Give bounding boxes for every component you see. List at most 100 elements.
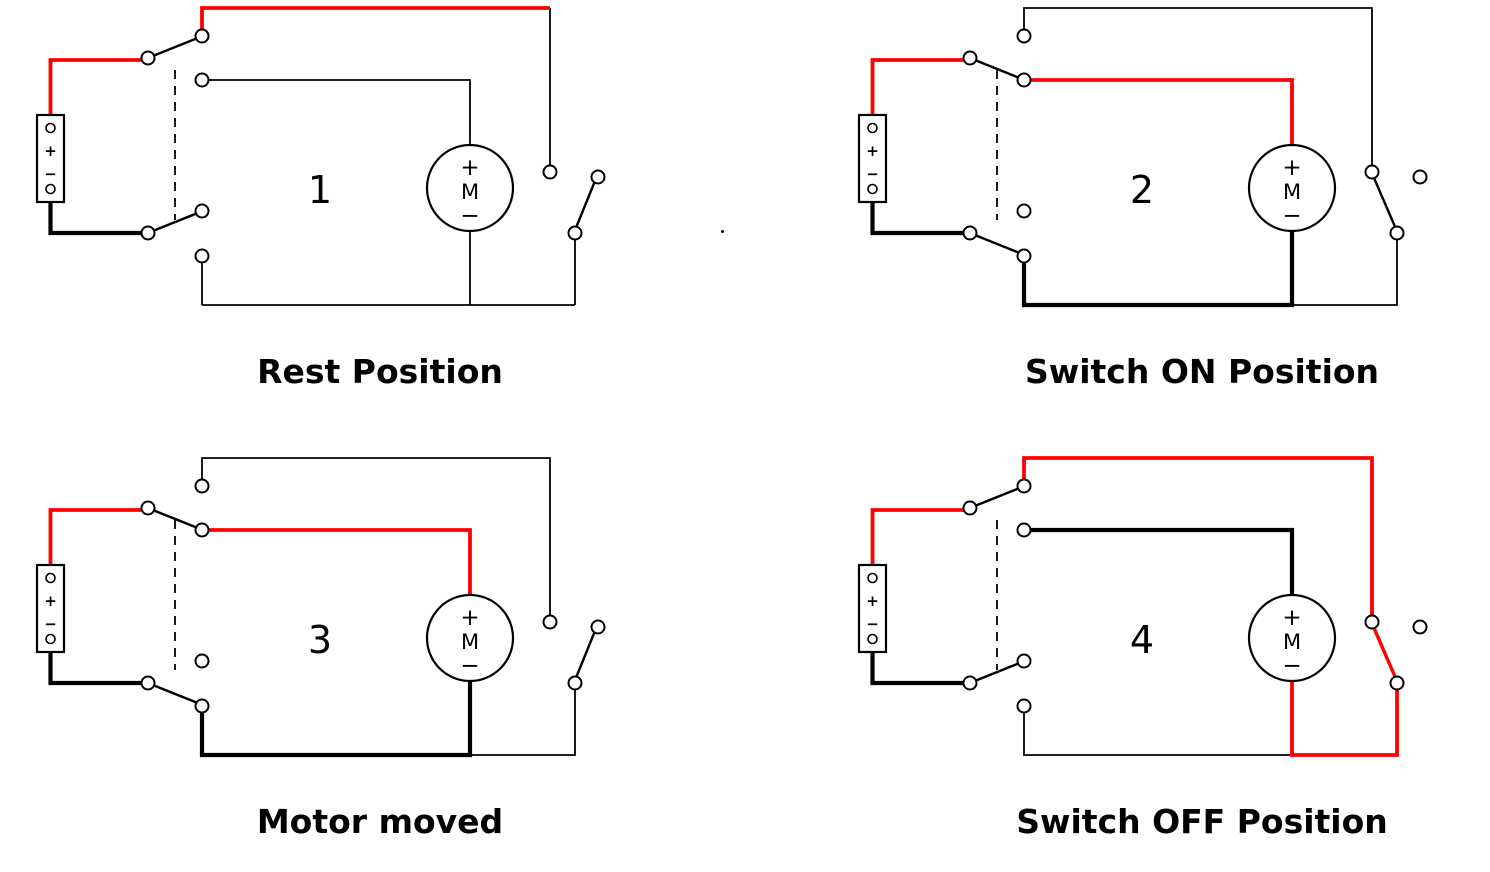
contact-point	[1016, 248, 1032, 264]
neutral-wires	[1023, 7, 1398, 306]
battery: + −	[35, 563, 66, 654]
motor-plus-label: +	[1282, 605, 1301, 631]
contact-point	[590, 619, 606, 635]
live-wires	[870, 58, 1294, 145]
panel-2-switch-on: + − + M − 2 Switch ON Position	[822, 0, 1490, 422]
wire-bottom-right	[470, 689, 576, 756]
motor-plus-label: +	[1282, 155, 1301, 181]
wire-top-rail	[1023, 7, 1373, 166]
motor: + M −	[425, 143, 515, 233]
live-wires	[48, 508, 472, 595]
contact-point	[194, 522, 210, 538]
neutral-wires	[201, 8, 576, 306]
contact-point	[590, 169, 606, 185]
contact-point	[194, 478, 210, 494]
motor: + M −	[425, 593, 515, 683]
battery-plus-label: +	[866, 592, 879, 610]
panel-caption: Switch OFF Position	[1016, 802, 1388, 841]
contact-point	[1016, 72, 1032, 88]
contact-point	[140, 675, 156, 691]
wire-motor-feed-live	[208, 528, 472, 595]
panel-caption: Switch ON Position	[1025, 352, 1379, 391]
battery-terminal-top	[867, 572, 878, 584]
motor-minus-label: −	[460, 653, 479, 679]
contact-terminals	[140, 28, 606, 264]
switch-arm	[574, 629, 597, 681]
contact-point	[194, 203, 210, 219]
current-return-wires	[48, 652, 473, 758]
motor-plus-label: +	[460, 155, 479, 181]
relay-arm-bottom	[969, 232, 1023, 255]
live-wires	[48, 6, 550, 115]
contact-point	[1016, 28, 1032, 44]
contact-point	[567, 675, 583, 691]
switch-arm	[1372, 176, 1398, 231]
contact-point	[140, 50, 156, 66]
contact-terminals	[140, 478, 606, 714]
panel-1-rest-position: + − + M − 1 Rest Position	[0, 0, 668, 422]
wire-battery-positive	[48, 508, 142, 565]
contact-point	[962, 225, 978, 241]
battery-terminal-bottom	[45, 183, 56, 195]
relay-arm-bottom	[969, 661, 1023, 684]
contact-point	[1016, 522, 1032, 538]
wire-top-rail-live	[1022, 456, 1374, 616]
wire-motor-return	[1021, 231, 1295, 308]
relay-arms	[147, 507, 201, 705]
battery: + −	[857, 563, 888, 654]
panel-4-switch-off: + − + M − 4 Switch OFF Position	[822, 450, 1490, 872]
motor-body	[425, 143, 515, 233]
contact-point	[1389, 225, 1405, 241]
circuit-diagram-2: + − + M − 2 Switch ON Position	[857, 7, 1428, 391]
battery-terminal-top	[867, 122, 878, 134]
battery-minus-label: −	[44, 165, 57, 183]
relay-arm-top	[147, 36, 201, 59]
relay-arms	[147, 36, 201, 234]
wire-top-rail	[201, 457, 551, 616]
panel-number: 3	[308, 618, 332, 662]
contact-point	[1016, 698, 1032, 714]
relay-arm-top	[969, 57, 1023, 80]
motor-label: M	[1283, 630, 1301, 654]
wire-top-rail-live	[200, 6, 550, 30]
circuit-diagram-4: + − + M − 4 Switch OFF Position	[857, 456, 1428, 841]
battery-plus-label: +	[866, 142, 879, 160]
wire-bottom-left	[1023, 712, 1292, 756]
contact-terminals	[962, 28, 1428, 264]
contact-point	[962, 675, 978, 691]
contact-point	[140, 500, 156, 516]
motor: + M −	[1247, 143, 1337, 233]
contact-point	[194, 72, 210, 88]
stray-dot	[721, 230, 724, 233]
battery-terminal-top	[45, 572, 56, 584]
battery-terminal-bottom	[45, 633, 56, 645]
contact-terminals	[962, 478, 1428, 714]
contact-point	[542, 614, 558, 630]
relay-arms	[969, 57, 1023, 255]
battery: + −	[857, 113, 888, 204]
contact-point	[542, 164, 558, 180]
battery-plus-label: +	[44, 592, 57, 610]
battery-minus-label: −	[866, 165, 879, 183]
live-wires	[870, 456, 1399, 757]
relay-arms	[969, 486, 1023, 684]
motor-plus-label: +	[460, 605, 479, 631]
motor-minus-label: −	[1282, 203, 1301, 229]
wire-motor-feed	[208, 79, 471, 145]
contact-point	[1016, 478, 1032, 494]
battery-terminal-top	[45, 122, 56, 134]
panel-number: 2	[1130, 168, 1154, 212]
wire-battery-positive	[870, 508, 964, 565]
contact-point	[567, 225, 583, 241]
switch-arm	[574, 179, 597, 231]
motor-label: M	[1283, 180, 1301, 204]
battery-minus-label: −	[44, 615, 57, 633]
neutral-wires	[201, 457, 576, 756]
motor-body	[425, 593, 515, 683]
motor-label: M	[461, 630, 479, 654]
relay-arm-top	[969, 486, 1023, 509]
switch-arm	[1372, 626, 1398, 681]
contact-point	[140, 225, 156, 241]
motor-body	[1247, 143, 1337, 233]
contact-point	[962, 50, 978, 66]
